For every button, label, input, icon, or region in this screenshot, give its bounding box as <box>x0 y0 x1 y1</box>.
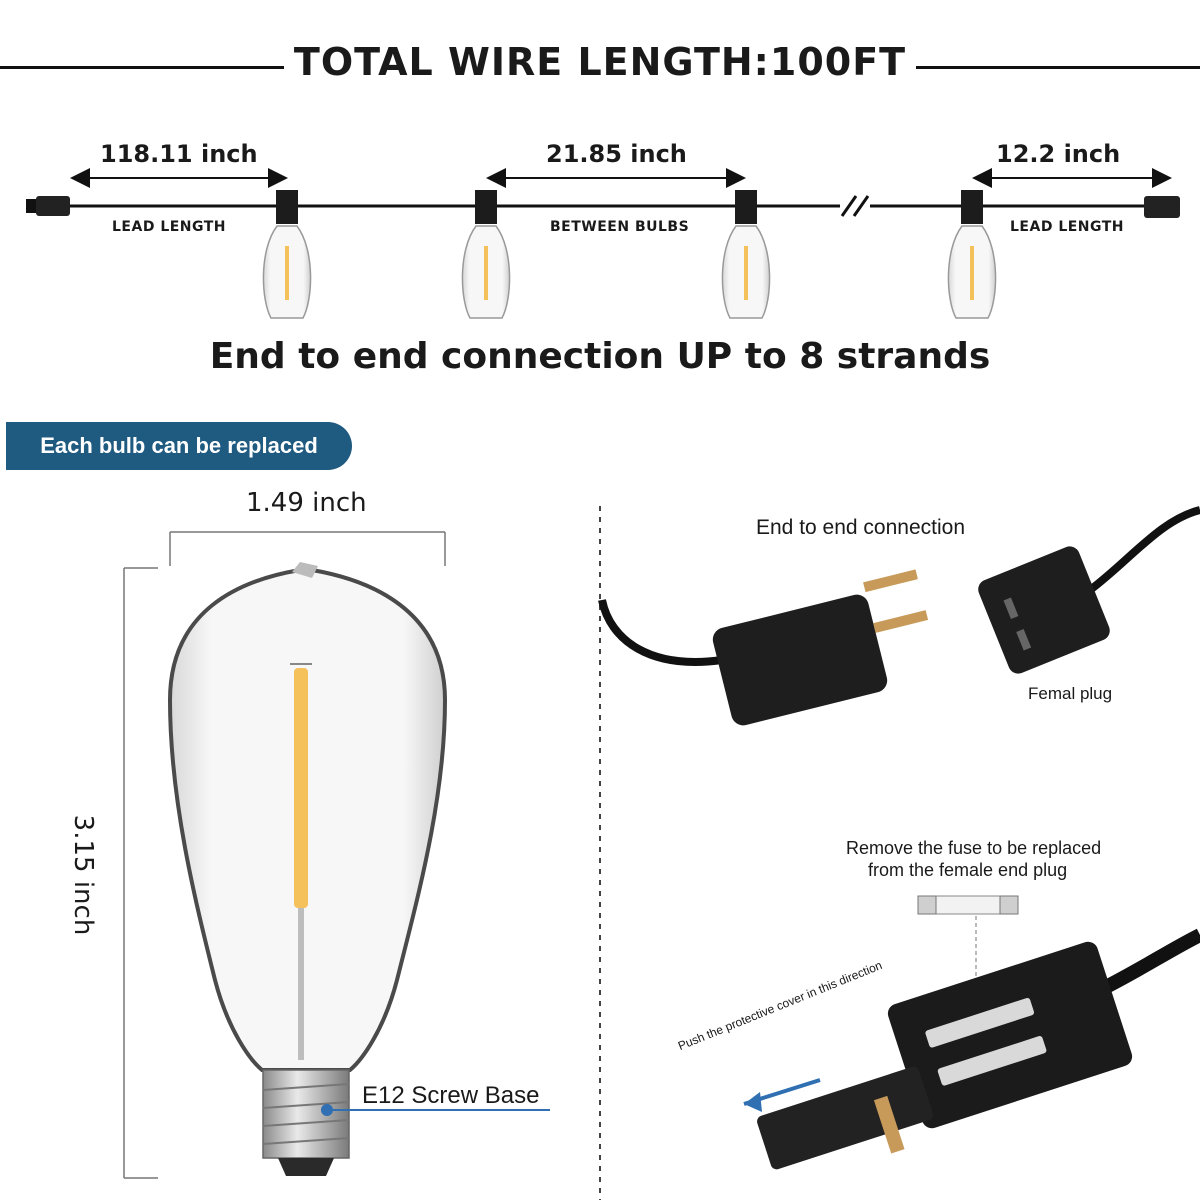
female-plug <box>978 506 1200 674</box>
left-lead-dimension: 118.11 inch <box>100 140 258 168</box>
title-rule-left <box>0 66 316 69</box>
screw-base-label: E12 Screw Base <box>362 1082 540 1109</box>
strand-bulbs <box>262 190 997 319</box>
bulb-height-dimension: 3.15 inch <box>68 814 98 936</box>
fuse-plug <box>743 928 1200 1170</box>
fuse-note-line1: Remove the fuse to be replaced <box>846 838 1102 858</box>
page-title: TOTAL WIRE LENGTH:100FT <box>0 40 1200 84</box>
bulb-width-dimension: 1.49 inch <box>246 488 367 518</box>
right-lead-dimension: 12.2 inch <box>996 140 1121 168</box>
between-bulbs-dimension: 21.85 inch <box>546 140 687 168</box>
light-strand <box>26 195 1180 218</box>
fuse-icon <box>917 895 1019 980</box>
connection-headline: End to end connection UP to 8 strands <box>209 336 991 377</box>
end-to-end-label: End to end connection <box>756 516 965 539</box>
fuse-note-line2: from the female end plug <box>868 860 1068 880</box>
left-lead-label: LEAD LENGTH <box>112 219 227 235</box>
female-plug-label: Femal plug <box>1028 684 1113 703</box>
right-lead-label: LEAD LENGTH <box>1010 219 1125 235</box>
replace-badge: Each bulb can be replaced <box>6 422 352 470</box>
between-bulbs-label: BETWEEN BULBS <box>550 219 690 235</box>
page-title-text: TOTAL WIRE LENGTH:100FT <box>283 40 917 84</box>
title-rule-right <box>884 66 1200 69</box>
male-plug <box>598 569 929 726</box>
bulb-dimensions <box>123 531 446 1179</box>
large-bulb <box>167 562 550 1176</box>
